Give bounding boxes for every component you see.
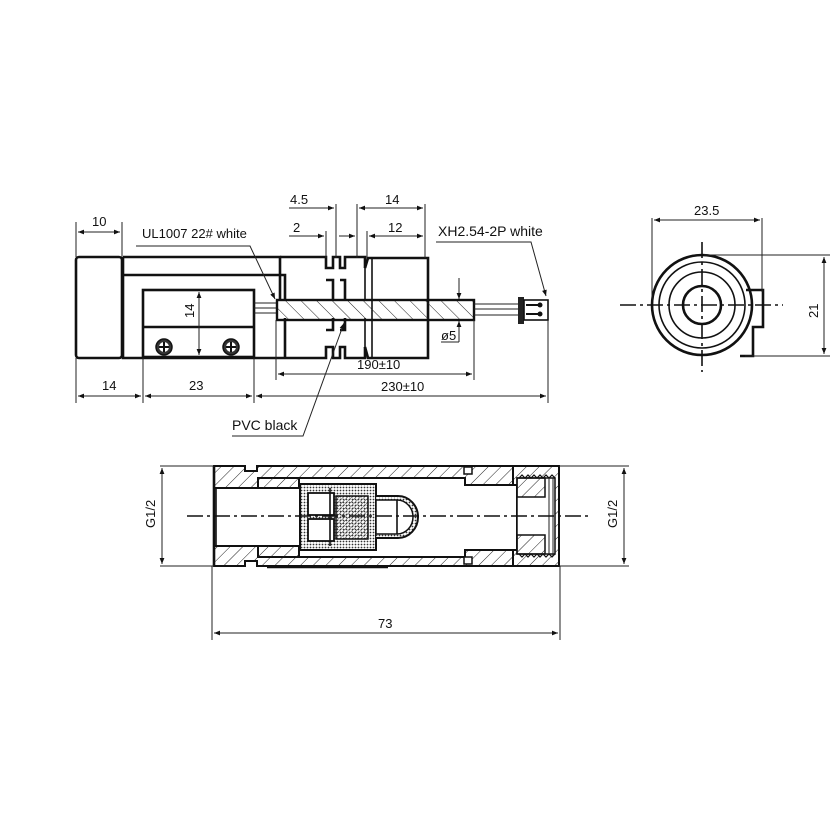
dim-nut-12: 12	[388, 220, 402, 235]
pvc-sheath	[275, 298, 476, 322]
dim-diameter-5: ø5	[441, 328, 456, 343]
dim-length-73: 73	[378, 616, 392, 631]
dim-groove-4-5: 4.5	[290, 192, 308, 207]
dim-end-width: 23.5	[694, 203, 719, 218]
end-view	[620, 217, 830, 372]
dim-nut-14: 14	[385, 192, 399, 207]
callout-wire: UL1007 22# white	[142, 226, 247, 241]
dim-groove-2: 2	[293, 220, 300, 235]
xh-connector	[518, 297, 549, 324]
side-view	[74, 204, 549, 437]
terminal-block	[141, 288, 256, 359]
section-view	[159, 465, 629, 640]
dim-cable-190: 190±10	[357, 357, 400, 372]
dim-width-10: 10	[92, 214, 106, 229]
callout-sheath: PVC black	[232, 417, 298, 433]
screw-icon	[222, 338, 240, 356]
dim-block-height-14: 14	[182, 304, 197, 318]
dim-offset-14: 14	[102, 378, 116, 393]
dim-total-230: 230±10	[381, 379, 424, 394]
wires	[474, 303, 519, 316]
dim-end-height: 21	[806, 304, 821, 318]
callout-connector: XH2.54-2P white	[438, 223, 543, 239]
screw-icon	[155, 338, 173, 356]
dim-thread-left: G1/2	[143, 500, 158, 528]
dim-block-23: 23	[189, 378, 203, 393]
dim-thread-right: G1/2	[605, 500, 620, 528]
